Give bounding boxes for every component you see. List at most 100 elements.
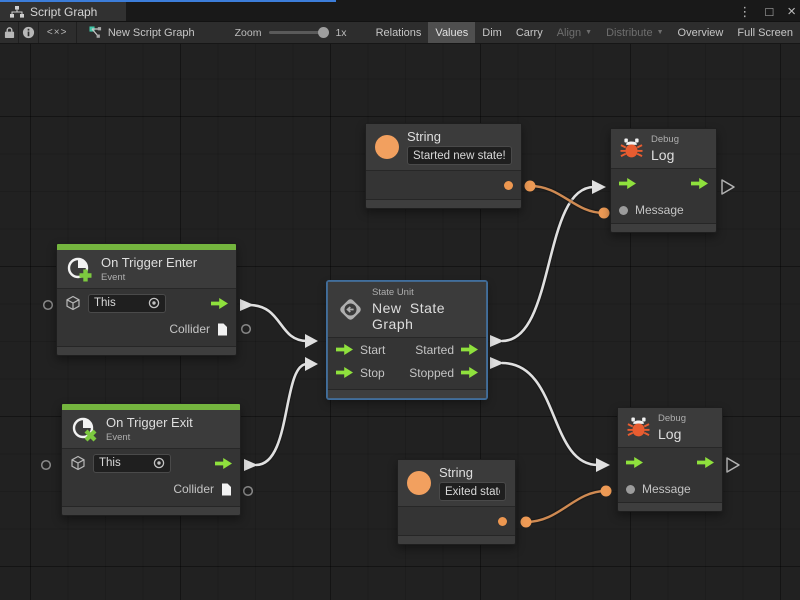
maximize-icon[interactable]: □ — [765, 4, 774, 19]
node-title: String — [439, 465, 473, 480]
node-footer — [611, 223, 716, 232]
port-collider-output-exit[interactable] — [242, 485, 254, 497]
flow-input-port[interactable] — [619, 177, 636, 189]
tab-script-graph[interactable]: Script Graph — [0, 2, 126, 21]
lock-button[interactable] — [0, 22, 20, 43]
wire-flow-started-to-log[interactable] — [490, 180, 606, 347]
object-picker-icon[interactable] — [148, 297, 160, 309]
port-self-input-exit[interactable] — [40, 459, 52, 471]
distribute-dropdown[interactable]: Distribute ▼ — [599, 22, 670, 43]
wire-flow-exit-to-stop[interactable] — [244, 357, 318, 471]
collider-row: Collider — [62, 477, 240, 501]
trigger-exit-icon — [71, 416, 98, 443]
panel-menu-icon[interactable]: ⋮ — [738, 4, 752, 19]
close-icon[interactable]: × — [787, 3, 796, 20]
node-footer — [62, 506, 240, 515]
document-icon — [221, 483, 232, 496]
gameobject-cube-icon — [70, 455, 86, 471]
inspect-source-button[interactable]: <×> — [39, 22, 77, 43]
node-kind-label: State Unit — [372, 287, 414, 298]
target-row: This — [62, 449, 240, 477]
zoom-slider-handle[interactable] — [318, 27, 330, 38]
value-output-port[interactable] — [498, 516, 507, 526]
string-value-input[interactable] — [439, 482, 506, 501]
port-label: Message — [635, 203, 684, 217]
graph-canvas[interactable]: String — [0, 44, 800, 600]
flow-output-port[interactable] — [215, 457, 232, 469]
chevron-down-icon: ▼ — [585, 29, 593, 36]
port-label: Collider — [169, 322, 210, 336]
node-debug-log-bottom[interactable]: Debug Log Message — [617, 407, 723, 512]
flow-input-port[interactable] — [626, 456, 643, 468]
message-input-port[interactable] — [626, 484, 635, 494]
values-button[interactable]: Values — [428, 22, 476, 43]
stop-input-port[interactable] — [336, 367, 353, 378]
node-title: New State Graph — [372, 300, 446, 332]
node-string-bottom[interactable]: String — [397, 459, 516, 545]
port-self-input-enter[interactable] — [42, 299, 54, 311]
node-kind-label: Debug — [651, 134, 679, 145]
node-kind-label: Event — [101, 272, 126, 283]
stopped-output-port[interactable] — [461, 367, 478, 378]
wire-value-string-to-message-bottom[interactable] — [520, 485, 612, 528]
carry-button[interactable]: Carry — [515, 26, 543, 39]
graph-name-label: New Script Graph — [107, 26, 195, 39]
self-target-field[interactable]: This — [88, 293, 166, 313]
node-title: String — [407, 129, 441, 144]
flow-output-port[interactable] — [697, 456, 714, 468]
node-state-unit[interactable]: State Unit New State Graph Start Started… — [327, 281, 487, 399]
info-button[interactable] — [19, 22, 39, 43]
dim-button[interactable]: Dim — [482, 26, 502, 39]
port-flow-continuation-bottom[interactable] — [726, 457, 740, 473]
window-controls: ⋮ □ × — [738, 2, 796, 21]
start-input-port[interactable] — [336, 344, 353, 355]
node-footer — [618, 502, 722, 511]
wire-flow-enter-to-start[interactable] — [240, 299, 318, 348]
graph-title-button[interactable]: New Script Graph — [77, 22, 209, 43]
align-dropdown[interactable]: Align ▼ — [550, 22, 599, 43]
graph-hierarchy-icon — [10, 5, 24, 18]
node-debug-log-top[interactable]: Debug Log Message — [610, 128, 717, 233]
started-output-port[interactable] — [461, 344, 478, 355]
port-label: Stop — [360, 365, 385, 380]
port-label: Stopped — [409, 365, 454, 380]
node-footer — [366, 199, 521, 208]
flow-output-port[interactable] — [211, 297, 228, 309]
overview-button[interactable]: Overview — [677, 26, 724, 39]
self-target-field[interactable]: This — [93, 453, 171, 473]
lock-icon — [4, 26, 15, 39]
port-collider-output-enter[interactable] — [240, 323, 252, 335]
port-flow-continuation-top[interactable] — [721, 179, 735, 195]
node-header: On Trigger Enter Event — [57, 250, 236, 289]
bug-icon — [620, 137, 643, 160]
node-string-top[interactable]: String — [365, 123, 522, 209]
node-title: On Trigger Enter — [101, 255, 198, 270]
node-header: String — [398, 460, 515, 507]
node-header: State Unit New State Graph — [328, 282, 486, 338]
fullscreen-button[interactable]: Full Screen — [737, 26, 793, 39]
bug-icon — [627, 416, 650, 439]
relations-button[interactable]: Relations — [375, 26, 422, 39]
wire-flow-stopped-to-log[interactable] — [490, 357, 610, 472]
output-row — [366, 171, 521, 199]
graph-node-icon — [89, 26, 102, 39]
message-row: Message — [618, 476, 722, 502]
node-footer — [57, 346, 236, 355]
tab-bar: Script Graph ⋮ □ × — [0, 0, 800, 21]
port-label: Collider — [173, 482, 214, 496]
wire-value-string-to-message-top[interactable] — [524, 180, 610, 219]
zoom-slider[interactable] — [269, 27, 330, 38]
string-value-input[interactable] — [407, 146, 512, 165]
node-on-trigger-enter[interactable]: On Trigger Enter Event This Collide — [56, 243, 237, 356]
string-literal-icon — [407, 471, 431, 495]
port-label: Start — [360, 342, 386, 357]
node-on-trigger-exit[interactable]: On Trigger Exit Event This Collider — [61, 403, 241, 516]
toolbar-toggles: Relations Values Dim Carry Align ▼ Distr… — [369, 22, 800, 43]
message-input-port[interactable] — [619, 205, 628, 215]
object-picker-icon[interactable] — [153, 457, 165, 469]
zoom-label: Zoom — [234, 26, 262, 39]
value-output-port[interactable] — [504, 180, 513, 190]
flow-output-port[interactable] — [691, 177, 708, 189]
document-icon — [217, 323, 228, 336]
